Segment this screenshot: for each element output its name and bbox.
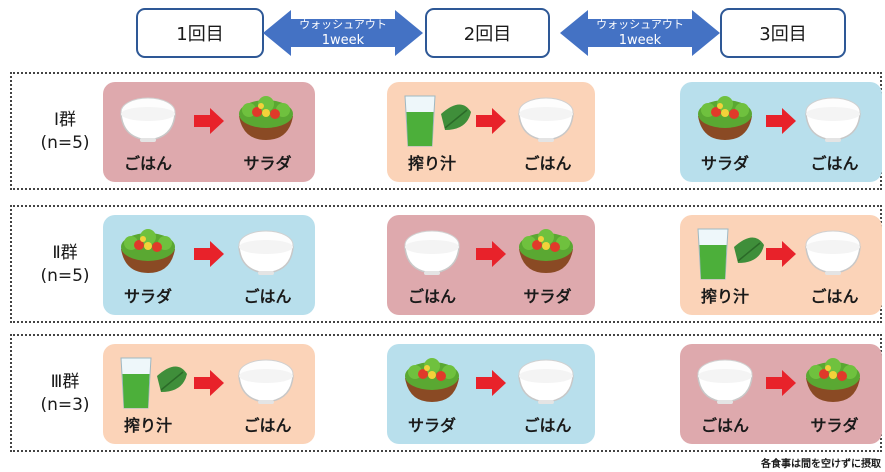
rice-bowl-icon: [802, 225, 864, 281]
salad-bowl-icon: [235, 92, 297, 148]
meal-order-panel: 搾り汁 ごはん: [103, 344, 315, 444]
double-arrow-icon: [560, 10, 720, 56]
second-food-label: ごはん: [810, 154, 859, 173]
salad-bowl-icon: [802, 354, 864, 410]
second-food-label: サラダ: [810, 416, 859, 435]
red-arrow-icon: [194, 370, 224, 396]
first-food-label: 搾り汁: [407, 154, 456, 173]
salad-bowl-icon: [401, 354, 463, 410]
red-arrow-icon: [476, 108, 506, 134]
meal-order-panel: サラダ ごはん: [103, 215, 315, 315]
first-food-label: 搾り汁: [123, 416, 172, 435]
second-food-label: ごはん: [243, 287, 292, 306]
session-3-box: 3回目: [720, 8, 846, 58]
red-arrow-icon: [766, 241, 796, 267]
first-food-label: ごはん: [700, 416, 749, 435]
first-food-label: サラダ: [407, 416, 456, 435]
meal-order-panel: サラダ ごはん: [680, 82, 882, 182]
group-sample-size: (n=5): [40, 266, 90, 286]
double-arrow-icon: [263, 10, 423, 56]
second-food-label: ごはん: [523, 154, 572, 173]
rice-bowl-icon: [694, 354, 756, 410]
session-3-label: 3回目: [759, 24, 807, 45]
second-food-label: サラダ: [243, 154, 292, 173]
group-name: Ⅰ群: [53, 110, 76, 130]
first-food-label: ごはん: [123, 154, 172, 173]
second-food-label: サラダ: [523, 287, 572, 306]
green-juice-icon: [117, 354, 189, 414]
session-1-box: 1回目: [136, 8, 264, 58]
rice-bowl-icon: [117, 92, 179, 148]
group-label: Ⅱ群 (n=5): [30, 242, 100, 288]
salad-bowl-icon: [694, 92, 756, 148]
first-food-label: ごはん: [407, 287, 456, 306]
washout-duration: 1week: [321, 33, 365, 48]
first-food-label: サラダ: [700, 154, 749, 173]
salad-bowl-icon: [117, 225, 179, 281]
meal-order-panel: 搾り汁 ごはん: [387, 82, 595, 182]
second-food-label: ごはん: [810, 287, 859, 306]
washout-arrow-2: ウォッシュアウト 1week: [560, 10, 720, 56]
rice-bowl-icon: [401, 225, 463, 281]
meal-order-panel: ごはん サラダ: [680, 344, 882, 444]
session-2-label: 2回目: [463, 24, 512, 45]
group-name: Ⅱ群: [52, 243, 78, 263]
first-food-label: 搾り汁: [700, 287, 749, 306]
group-sample-size: (n=5): [40, 133, 90, 153]
group-label: Ⅲ群 (n=3): [30, 371, 100, 417]
meal-order-panel: 搾り汁 ごはん: [680, 215, 882, 315]
green-juice-icon: [694, 225, 766, 285]
group-label: Ⅰ群 (n=5): [30, 109, 100, 155]
red-arrow-icon: [194, 241, 224, 267]
rice-bowl-icon: [515, 354, 577, 410]
rice-bowl-icon: [235, 225, 297, 281]
session-2-box: 2回目: [425, 8, 550, 58]
rice-bowl-icon: [235, 354, 297, 410]
red-arrow-icon: [476, 370, 506, 396]
meal-order-panel: サラダ ごはん: [387, 344, 595, 444]
rice-bowl-icon: [515, 92, 577, 148]
footnote: 各食事は間を空けずに摂取: [761, 459, 881, 470]
red-arrow-icon: [766, 370, 796, 396]
salad-bowl-icon: [515, 225, 577, 281]
rice-bowl-icon: [802, 92, 864, 148]
red-arrow-icon: [476, 241, 506, 267]
first-food-label: サラダ: [123, 287, 172, 306]
washout-arrow-1: ウォッシュアウト 1week: [263, 10, 423, 56]
group-sample-size: (n=3): [40, 395, 90, 415]
washout-label: ウォッシュアウト: [299, 18, 387, 31]
red-arrow-icon: [766, 108, 796, 134]
meal-order-panel: ごはん サラダ: [387, 215, 595, 315]
washout-label: ウォッシュアウト: [596, 18, 684, 31]
meal-order-panel: ごはん サラダ: [103, 82, 315, 182]
group-name: Ⅲ群: [50, 372, 80, 392]
session-1-label: 1回目: [176, 24, 224, 45]
washout-duration: 1week: [618, 33, 662, 48]
second-food-label: ごはん: [243, 416, 292, 435]
red-arrow-icon: [194, 108, 224, 134]
second-food-label: ごはん: [523, 416, 572, 435]
green-juice-icon: [401, 92, 473, 152]
